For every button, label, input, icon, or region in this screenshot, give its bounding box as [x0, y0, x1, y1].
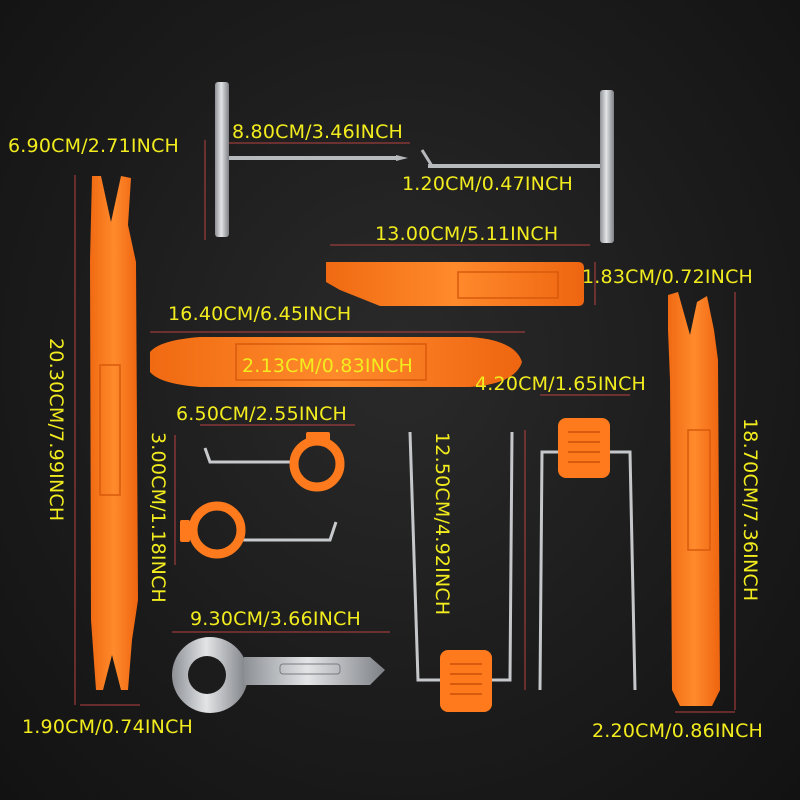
ring-hook-length-label: 6.50CM/2.55INCH [176, 403, 348, 425]
dimension-lines [74, 140, 736, 713]
long-pry-width-label: 2.13CM/0.83INCH [242, 355, 414, 377]
ring-hook-tool-lower [180, 501, 338, 559]
fork-left-width-label: 1.90CM/0.74INCH [22, 716, 194, 738]
ring-hook-tool-upper [203, 432, 345, 492]
wrench-tool [172, 637, 385, 713]
fork-pry-tool-left [90, 176, 138, 690]
short-pry-length-label: 13.00CM/5.11INCH [375, 223, 559, 245]
t-tool-length-label: 8.80CM/3.46INCH [232, 121, 404, 143]
long-pry-bar [150, 337, 522, 387]
fork-left-length-label: 20.30CM/7.99INCH [45, 338, 67, 522]
fork-pry-tool-right [668, 292, 720, 706]
t-tool-hook-label: 1.20CM/0.47INCH [402, 173, 574, 195]
ring-hook-diameter-label: 3.00CM/1.18INCH [147, 432, 169, 604]
u-wire-tool-right [538, 450, 637, 691]
t-tool-right [420, 90, 614, 243]
short-pry-bar [326, 262, 584, 306]
fork-right-width-label: 2.20CM/0.86INCH [592, 720, 764, 742]
u-tool-length-label: 12.50CM/4.92INCH [431, 432, 453, 616]
wrench-length-label: 9.30CM/3.66INCH [190, 608, 362, 630]
u-tool-width-label: 4.20CM/1.65INCH [475, 373, 647, 395]
t-tool-left [215, 82, 408, 237]
long-pry-length-label: 16.40CM/6.45INCH [168, 303, 352, 325]
t-tool-height-label: 6.90CM/2.71INCH [8, 135, 180, 157]
short-pry-width-label: 1.83CM/0.72INCH [582, 266, 754, 288]
u-wire-tool-left [408, 431, 514, 682]
fork-right-length-label: 18.70CM/7.36INCH [739, 418, 761, 602]
fork-pry-tool-left-grip [99, 364, 121, 496]
